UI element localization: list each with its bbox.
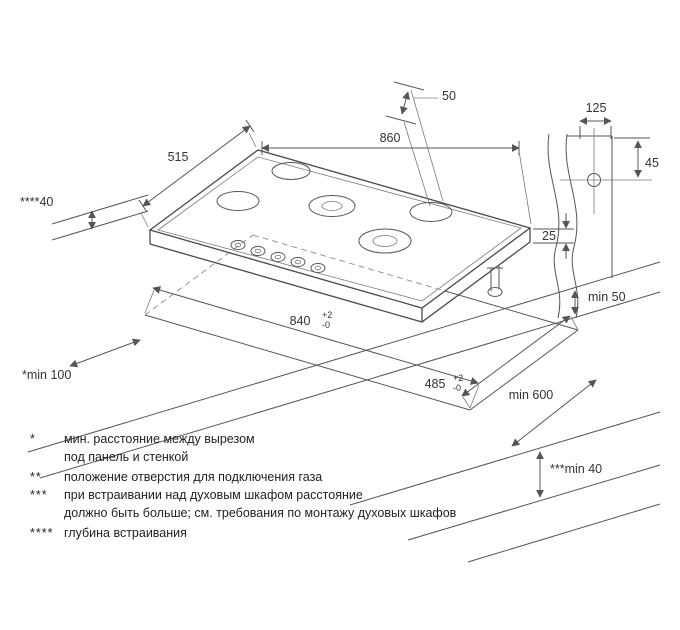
- control-knobs: [230, 239, 326, 274]
- burner: [358, 228, 412, 254]
- footnote-row: ** положение отверстия для подключения г…: [30, 468, 590, 486]
- dim-25-label: 25: [542, 229, 556, 243]
- footnote-row: под панель и стенкой: [30, 448, 590, 466]
- dim-45-label: 45: [645, 156, 659, 170]
- dim-485-tol-minus: -0: [453, 383, 461, 393]
- footnote-text: положение отверстия для подключения газа: [64, 470, 323, 484]
- dim-min40-label: ***min 40: [550, 462, 602, 476]
- dimension-min100: *min 100: [22, 338, 141, 382]
- footnote-text: при встраивании над духовым шкафом расст…: [64, 488, 363, 502]
- dim-485-label: 485: [425, 377, 446, 391]
- dimension-embed-depth-40: ****40: [20, 194, 149, 241]
- footnote-row: должно быть больше; см. требования по мо…: [30, 504, 590, 522]
- burner: [308, 195, 356, 217]
- hob: [148, 149, 532, 323]
- dim-min100-label: *min 100: [22, 368, 71, 382]
- dimension-min600: min 600: [509, 379, 597, 447]
- footnote-marker: ****: [30, 526, 54, 540]
- burner: [216, 191, 260, 211]
- dim-125-label: 125: [586, 101, 607, 115]
- dim-min50-label: min 50: [588, 290, 626, 304]
- break-line: [547, 133, 561, 319]
- dimension-45: 45: [614, 137, 659, 178]
- dim-50-label: 50: [442, 89, 456, 103]
- burner-cap: [321, 201, 343, 211]
- footnote-marker: ***: [30, 488, 48, 502]
- burner: [271, 162, 311, 180]
- dimension-485: 485 +2 -0: [425, 315, 579, 409]
- dimension-25: 25: [533, 213, 574, 259]
- footnote-row: **** глубина встраивания: [30, 524, 590, 542]
- dimension-840: 840 +2 -0: [144, 286, 480, 409]
- dim-515-label: 515: [168, 150, 189, 164]
- footnote-text: должно быть больше; см. требования по мо…: [64, 506, 457, 520]
- dimension-860: 860: [261, 131, 532, 225]
- dim-860-label: 860: [380, 131, 401, 145]
- dim-embed-40-label: ****40: [20, 195, 53, 209]
- dimension-min50: min 50: [571, 290, 626, 315]
- burner-cap: [372, 235, 398, 247]
- dim-485-tol-plus: +2: [453, 373, 463, 383]
- detail-view-gas-hole: [547, 128, 652, 319]
- dim-840-tol-minus: -0: [322, 320, 330, 330]
- footnote-text: под панель и стенкой: [64, 450, 189, 464]
- break-line: [565, 133, 579, 319]
- burner: [409, 202, 453, 222]
- hob-top-rim: [157, 156, 522, 302]
- dimension-125: 125: [579, 101, 612, 139]
- dimension-515: 515: [138, 119, 257, 228]
- dim-min600-label: min 600: [509, 388, 554, 402]
- footnote-text: мин. расстояние между вырезом: [64, 432, 255, 446]
- footnotes: * мин. расстояние между вырезом под пане…: [30, 430, 590, 542]
- footnote-row: *** при встраивании над духовым шкафом р…: [30, 486, 590, 504]
- dim-840-label: 840: [290, 314, 311, 328]
- footnote-marker: **: [30, 470, 42, 484]
- dimension-min40: ***min 40: [536, 451, 602, 498]
- gas-connection-elbow: [487, 266, 503, 297]
- footnote-row: * мин. расстояние между вырезом: [30, 430, 590, 448]
- dim-840-tol-plus: +2: [322, 310, 332, 320]
- footnote-marker: *: [30, 432, 36, 446]
- footnote-text: глубина встраивания: [64, 526, 187, 540]
- hob-bottom-edge: [149, 241, 531, 323]
- dimension-50: 50: [385, 81, 456, 207]
